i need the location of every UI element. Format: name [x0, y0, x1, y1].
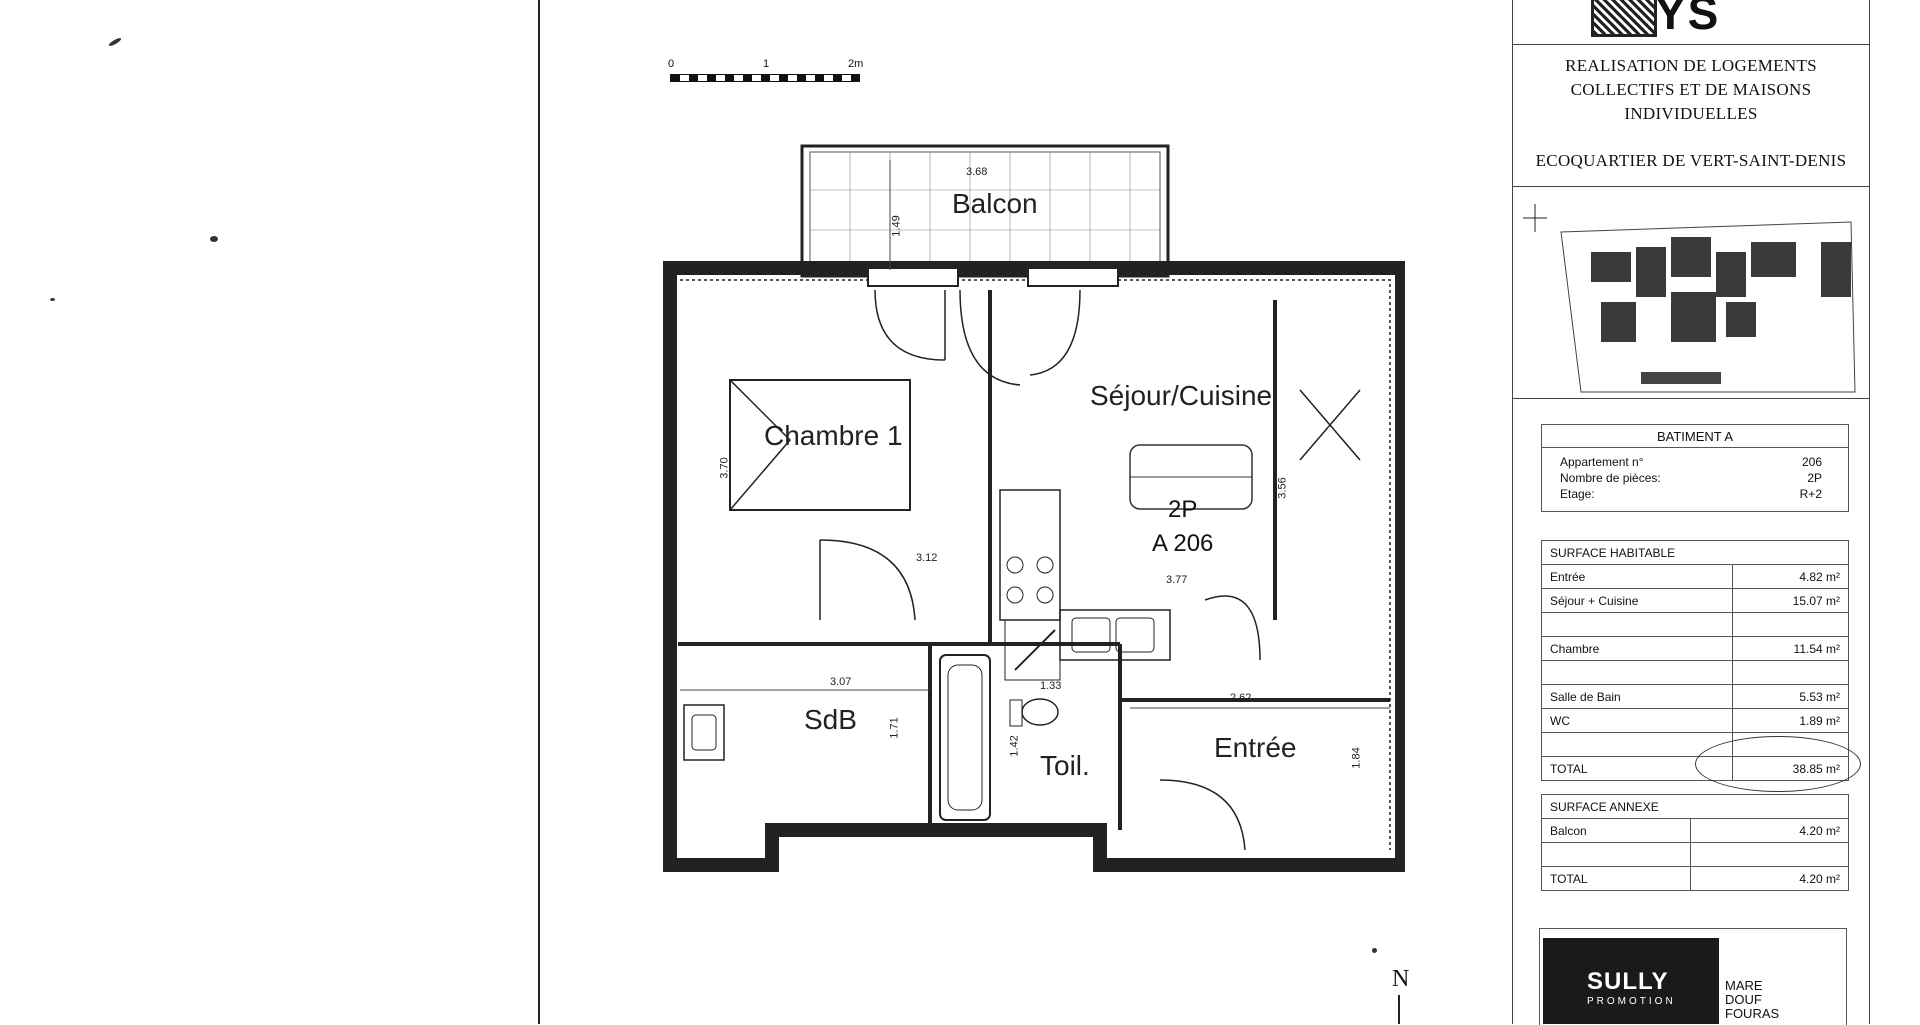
site-plan	[1523, 204, 1856, 393]
room-balcon: Balcon	[952, 188, 1038, 219]
unit-ref: A 206	[1152, 530, 1214, 557]
promoter-tagline: PROMOTION	[1587, 996, 1676, 1007]
row-label: Salle de Bain	[1541, 684, 1733, 709]
row-value	[1731, 612, 1850, 637]
brand-fragment: YS	[1655, 0, 1721, 39]
architect-line-1: MARE	[1725, 978, 1763, 993]
room-sejour: Séjour/Cuisine	[1090, 380, 1273, 411]
row-label	[1541, 660, 1733, 685]
table-row	[1541, 612, 1850, 637]
dim-entree-w: 2.62	[1230, 692, 1252, 704]
building-title-rule	[1542, 447, 1848, 448]
title-block: YS REALISATION DE LOGEMENTS COLLECTIFS E…	[1512, 0, 1870, 1025]
location: ECOQUARTIER DE VERT-SAINT-DENIS	[1535, 151, 1847, 170]
building-label-pieces: Nombre de pièces:	[1560, 471, 1661, 485]
room-entree: Entrée	[1214, 732, 1297, 763]
scale-stripe	[670, 74, 860, 82]
building-box: BATIMENT A Appartement n° 206 Nombre de …	[1541, 424, 1849, 512]
row-value: 4.20 m²	[1690, 818, 1849, 843]
row-value: 15.07 m²	[1731, 588, 1850, 613]
row-label: WC	[1541, 708, 1733, 733]
architect-line-3: FOURAS	[1725, 1006, 1780, 1021]
room-chambre: Chambre 1	[764, 420, 903, 451]
table-row	[1541, 660, 1850, 685]
row-value	[1731, 660, 1850, 685]
scale-bar: 0 1 2m	[668, 58, 864, 88]
scan-speck	[1372, 948, 1377, 953]
dim-toil-h: 1.42	[1008, 735, 1021, 757]
row-label	[1541, 612, 1733, 637]
row-value	[1690, 842, 1849, 867]
dim-sejour-h: 3.56	[1276, 477, 1289, 499]
row-label: Entrée	[1541, 564, 1733, 589]
total-circle-annotation	[1695, 736, 1861, 792]
scan-speck	[50, 298, 55, 301]
compass-north: N	[1392, 966, 1410, 992]
brand-logo	[1591, 0, 1657, 37]
row-value: 11.54 m²	[1731, 636, 1850, 661]
row-value: 4.20 m²	[1690, 866, 1849, 891]
surface-annexe-title: SURFACE ANNEXE	[1541, 794, 1849, 819]
surface-habitable-title: SURFACE HABITABLE	[1541, 540, 1849, 565]
row-label: Chambre	[1541, 636, 1733, 661]
dim-balcon-w: 3.68	[966, 166, 988, 178]
dim-misc: 3.77	[1166, 574, 1188, 586]
building-value-pieces: 2P	[1807, 471, 1822, 485]
dim-balcon-h: 1.49	[890, 215, 903, 237]
scale-tick-1: 1	[763, 58, 770, 70]
building-label-etage: Etage:	[1560, 487, 1595, 501]
building-title: BATIMENT A	[1656, 429, 1734, 444]
divider	[1513, 186, 1869, 187]
room-toil: Toil.	[1040, 750, 1090, 781]
sheet-border	[538, 0, 540, 1024]
dim-chambre-w: 3.12	[916, 552, 938, 564]
dim-toil-w: 1.33	[1040, 680, 1062, 692]
scale-tick-0: 0	[668, 58, 675, 70]
row-label: Balcon	[1540, 818, 1692, 843]
scale-tick-2: 2m	[848, 58, 864, 70]
row-label: TOTAL	[1540, 866, 1692, 891]
row-label	[1540, 842, 1692, 867]
project-line-1: REALISATION DE LOGEMENTS	[1565, 56, 1817, 75]
divider	[1513, 44, 1869, 45]
logo-frame	[1539, 928, 1847, 1025]
row-value: 5.53 m²	[1731, 684, 1850, 709]
row-label: Séjour + Cuisine	[1541, 588, 1733, 613]
dim-entree-h: 1.84	[1350, 747, 1363, 769]
promoter-name: SULLY	[1587, 968, 1669, 995]
room-sdb: SdB	[804, 704, 857, 735]
dim-sdb-w: 3.07	[830, 676, 852, 688]
architect-line-2: DOUF	[1725, 992, 1762, 1007]
dim-sdb-h: 1.71	[888, 717, 901, 739]
row-value: 1.89 m²	[1731, 708, 1850, 733]
sully-logo: SULLY PROMOTION	[1543, 938, 1719, 1024]
dim-chambre-h: 3.70	[718, 457, 731, 479]
scan-speck	[107, 36, 123, 48]
divider	[1513, 398, 1869, 399]
compass-needle-icon	[1398, 995, 1400, 1024]
row-value: 4.82 m²	[1731, 564, 1850, 589]
building-label-apt: Appartement n°	[1560, 455, 1644, 469]
building-value-etage: R+2	[1799, 487, 1822, 501]
project-line-2: COLLECTIFS ET DE MAISONS	[1570, 80, 1812, 99]
scan-speck	[210, 236, 218, 242]
unit-type: 2P	[1168, 496, 1198, 523]
floor-plan	[663, 144, 1405, 872]
table-row	[1540, 842, 1849, 867]
building-value-apt: 206	[1801, 455, 1822, 469]
project-line-3: INDIVIDUELLES	[1624, 104, 1758, 123]
